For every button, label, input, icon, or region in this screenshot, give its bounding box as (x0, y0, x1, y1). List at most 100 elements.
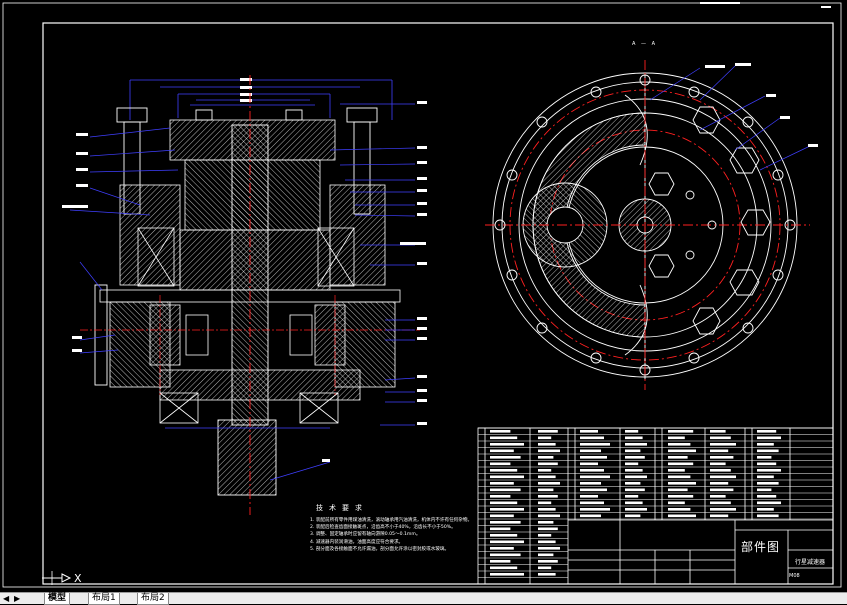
hex-bolts (648, 106, 771, 335)
table-cell-text (490, 456, 521, 459)
table-cell-text (490, 475, 524, 479)
table-cell-text (490, 430, 511, 433)
table-cell-text (538, 553, 554, 557)
table-cell-text (625, 469, 643, 472)
table-cell-text (668, 436, 685, 440)
assembly-section-view[interactable] (62, 75, 427, 515)
sheet-corner-marks (700, 2, 831, 8)
table-cell-text (668, 495, 694, 498)
table-cell-text (538, 560, 558, 563)
table-cell-text (490, 436, 518, 440)
part-number-labels (62, 101, 427, 462)
table-cell-text (625, 436, 643, 440)
table-cell-text (580, 436, 604, 440)
bearings (137, 227, 355, 424)
table-cell-text (625, 430, 639, 433)
table-cell-text (710, 488, 734, 492)
table-cell-text (538, 566, 552, 570)
table-cell-text (538, 508, 556, 511)
table-cell-text (625, 462, 639, 466)
table-cell-text (490, 462, 511, 466)
requirement-line: 3. 调整、固定轴承时应留有轴向游隙0.05～0.1mm。 (310, 532, 421, 538)
technical-requirements-title: 技术要求 (316, 504, 368, 512)
table-cell-text (668, 514, 696, 518)
table-cell-text (757, 449, 779, 453)
table-cell-text (668, 482, 696, 485)
cad-drawing-canvas[interactable] (0, 0, 847, 592)
central-shaft (217, 75, 277, 515)
drawing-name: 部件图 (741, 540, 781, 554)
table-cell-text (710, 508, 736, 511)
table-cell-text (757, 508, 774, 511)
part-number-leaders (69, 103, 416, 481)
table-cell-text (490, 527, 511, 531)
table-cell-text (580, 495, 598, 498)
requirement-line: 1. 装配前所有零件用煤油清洗，滚动轴承用汽油清洗，机体内不许有任何杂物。 (310, 518, 473, 523)
table-cell-text (710, 449, 729, 453)
requirement-line: 2. 装配后检查齿面接触斑点，沿齿高不小于40%，沿齿长不小于50%。 (310, 525, 456, 531)
table-cell-text (580, 475, 610, 479)
table-cell-text (710, 495, 726, 498)
table-cell-text (538, 547, 560, 550)
bolt-holes (494, 74, 796, 376)
table-cell-text (625, 488, 645, 492)
table-cell-text (490, 443, 524, 446)
table-cell-text (625, 508, 647, 511)
end-view-a-a[interactable] (485, 60, 818, 390)
table-cell-text (668, 449, 696, 453)
table-cell-text (625, 495, 639, 498)
product-name: 行星减速器 (795, 559, 826, 566)
table-cell-text (668, 488, 688, 492)
table-cell-text (580, 514, 601, 518)
table-cell-text (668, 430, 694, 433)
table-cell-text (538, 430, 558, 433)
table-cell-text (757, 430, 777, 433)
tab-layout-2[interactable]: 布局2 (137, 593, 169, 605)
table-cell-text (538, 521, 554, 524)
table-cell-text (538, 488, 554, 492)
table-cell-text (710, 501, 731, 505)
table-cell-text (490, 521, 521, 524)
table-cell-text (757, 475, 774, 479)
table-cell-text (538, 436, 552, 440)
table-cell-text (538, 443, 556, 446)
table-cell-text (757, 488, 772, 492)
table-cell-text (538, 534, 552, 537)
tab-model[interactable]: 模型 (44, 593, 71, 605)
table-cell-text (580, 501, 604, 505)
table-cell-text (757, 456, 772, 459)
tab-layout-1[interactable]: 布局1 (88, 593, 120, 605)
table-cell-text (757, 501, 781, 505)
table-cell-text (490, 495, 511, 498)
table-cell-text (538, 482, 560, 485)
table-cell-text (538, 449, 560, 453)
table-cell-text (580, 443, 610, 446)
table-cell-text (580, 488, 607, 492)
table-cell-text (490, 553, 521, 557)
table-cell-text (625, 456, 645, 459)
table-cell-text (490, 573, 524, 576)
table-cell-text (580, 469, 604, 472)
table-cell-text (625, 514, 641, 518)
table-cell-text (757, 469, 781, 472)
parts-list-rows (478, 430, 833, 578)
table-cell-text (538, 469, 552, 472)
table-cell-text (490, 488, 521, 492)
table-cell-text (538, 495, 558, 498)
planet-gears (149, 304, 346, 366)
table-cell-text (538, 475, 556, 479)
parts-list-table (477, 427, 834, 585)
table-cell-text (757, 436, 781, 440)
table-cell-text (710, 514, 729, 518)
table-cell-text (490, 534, 518, 537)
tab-next-icon[interactable]: ▶ (14, 594, 21, 603)
table-cell-text (710, 462, 726, 466)
table-cell-text (668, 475, 691, 479)
sheet-frame (2, 2, 842, 588)
table-cell-text (710, 436, 731, 440)
tab-prev-icon[interactable]: ◀ (3, 594, 10, 603)
section-label: A — A (632, 41, 658, 47)
requirement-line: 4. 减速器内装润滑油，油面高度应符合要求。 (310, 539, 404, 545)
layout-tab-bar: ◀ ▶ 模型 布局1 布局2 (0, 592, 847, 605)
table-cell-text (580, 456, 607, 459)
